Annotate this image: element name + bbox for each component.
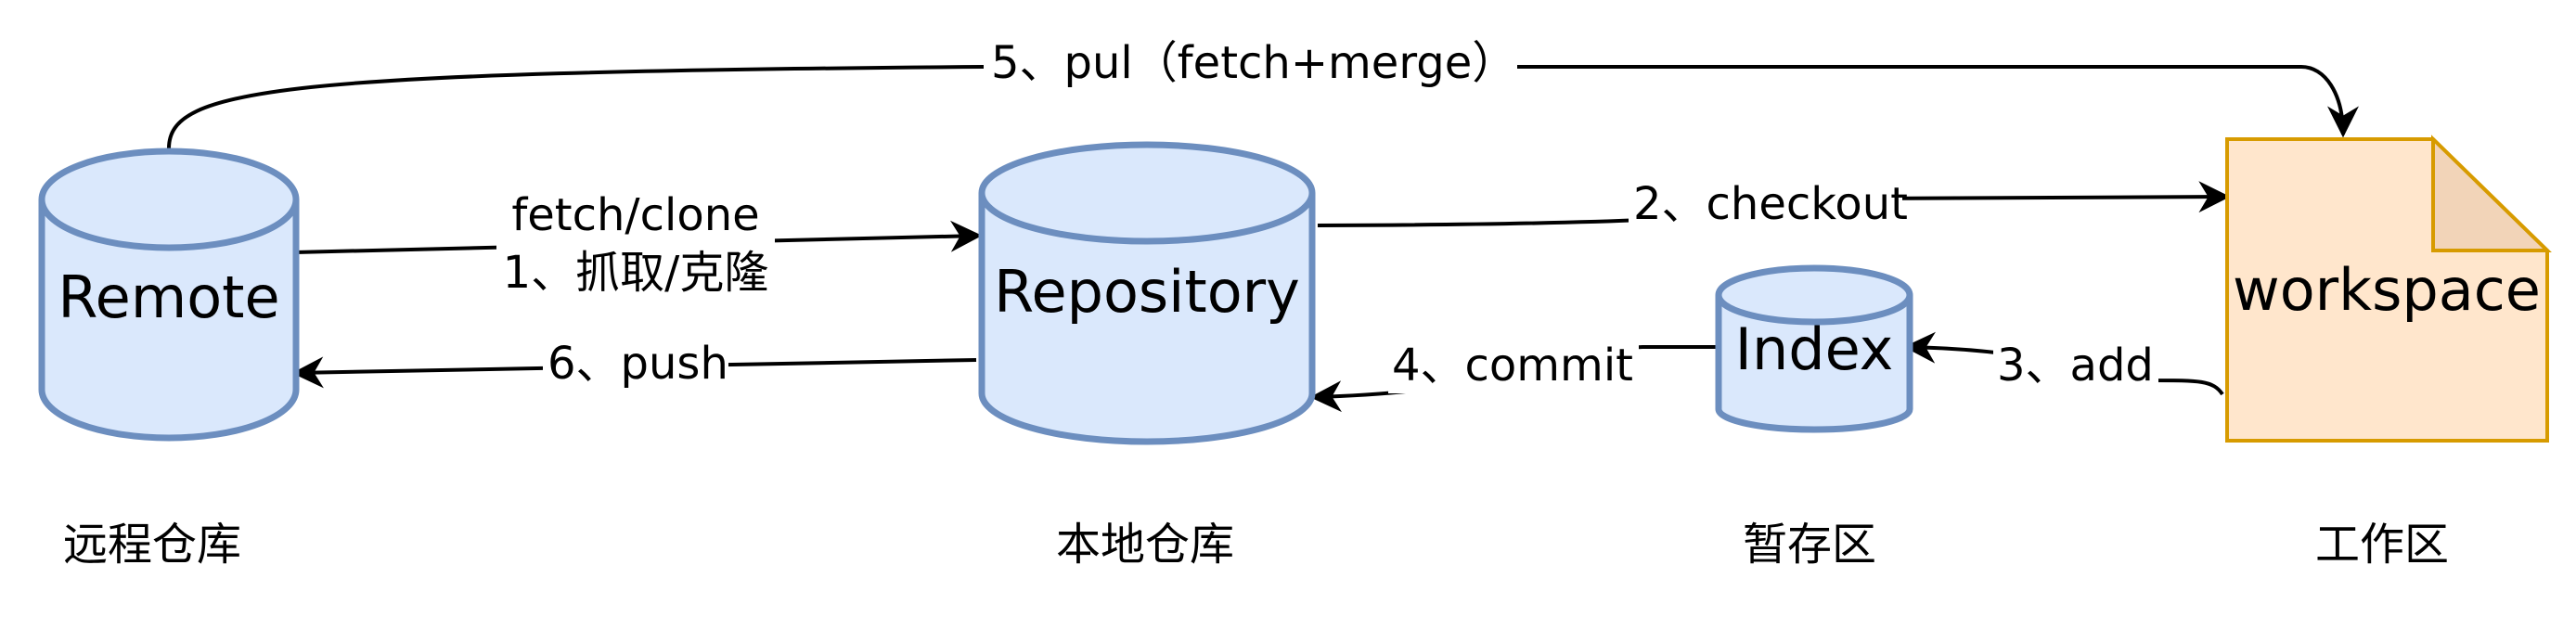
commit-label: 4、commit	[1392, 340, 1633, 392]
pull-edge	[167, 65, 2359, 149]
fetch-clone-label-line1: fetch/clone	[511, 189, 759, 241]
fetch-clone-edge-label: fetch/clone 1、抓取/克隆	[496, 184, 775, 302]
push-edge-label: 6、push	[543, 334, 728, 392]
index-label: Index	[1735, 315, 1894, 383]
add-edge-label: 3、add	[1993, 336, 2158, 393]
pull-edge-label: 5、pul（fetch+merge）	[984, 37, 1517, 95]
workspace-caption: 工作区	[2315, 519, 2449, 571]
remote-cylinder-top	[38, 148, 300, 251]
remote-label: Remote	[58, 263, 279, 331]
index-cylinder-top	[1715, 264, 1913, 326]
index-caption: 暂存区	[1743, 519, 1876, 571]
remote-cylinder-body	[38, 199, 300, 442]
push-label: 6、push	[547, 338, 728, 390]
checkout-label: 2、checkout	[1633, 178, 1908, 230]
repository-node[interactable]: Repository	[978, 141, 1316, 445]
checkout-edge-label: 2、checkout	[1629, 173, 1908, 230]
repository-caption: 本地仓库	[1056, 519, 1234, 571]
remote-node[interactable]: Remote	[38, 148, 300, 442]
fetch-clone-label-line2: 1、抓取/克隆	[503, 247, 769, 299]
commit-edge-label: 4、commit	[1388, 336, 1639, 393]
workspace-label: workspace	[2233, 256, 2541, 324]
repository-cylinder-top	[978, 141, 1316, 245]
index-node[interactable]: Index	[1715, 264, 1913, 433]
repository-cylinder-body	[978, 193, 1316, 445]
repository-label: Repository	[994, 258, 1300, 326]
remote-caption: 远程仓库	[63, 519, 241, 571]
index-cylinder-body	[1715, 295, 1913, 433]
pull-label: 5、pul（fetch+merge）	[991, 37, 1516, 89]
workspace-document-fold	[2431, 135, 2552, 252]
add-label: 3、add	[1997, 340, 2154, 392]
workspace-node[interactable]: workspace	[2225, 135, 2552, 443]
